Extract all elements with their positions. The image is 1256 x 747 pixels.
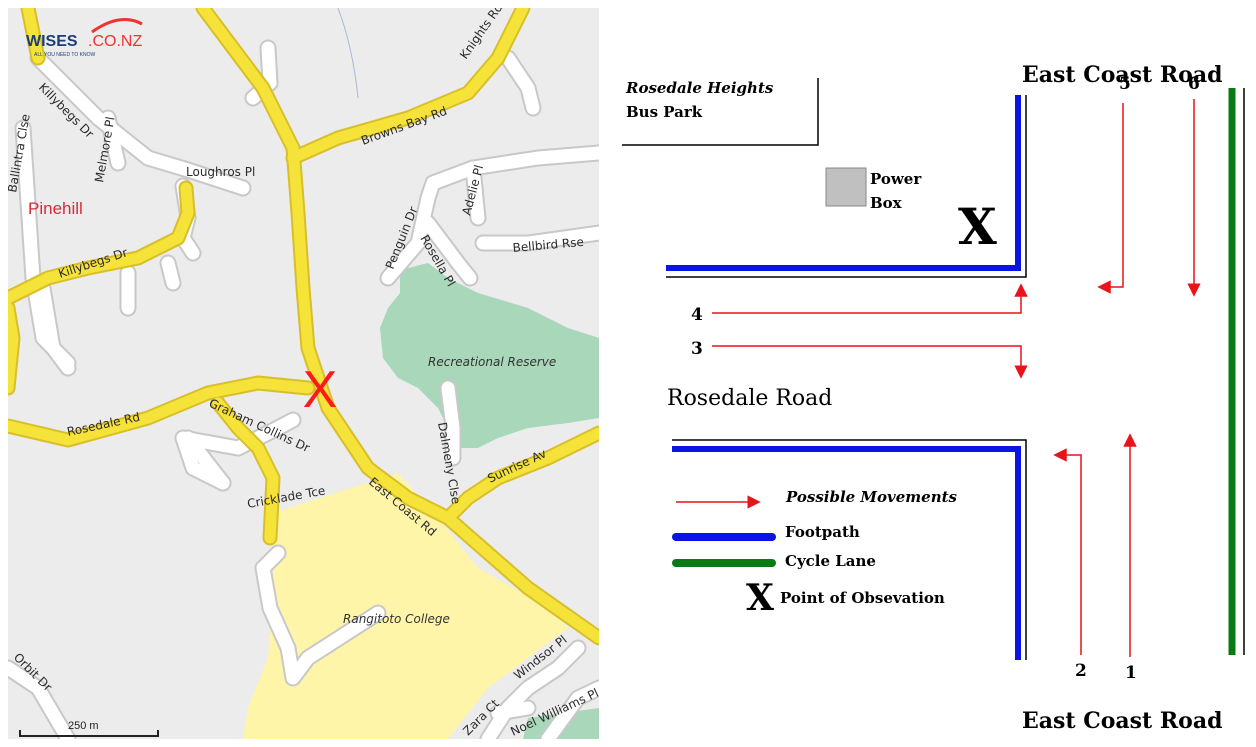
power-box-label-line1: Power [870,170,922,188]
road-name-east-coast-top: East Coast Road [1022,62,1222,88]
movement-number-5: 5 [1119,74,1131,94]
scale-bar-label: 250 m [68,720,99,732]
observation-point-marker: X [958,197,997,256]
movement-arrow-5 [1097,103,1124,294]
movement-number-3: 3 [691,339,703,359]
bus-park-label-line2: Bus Park [626,103,703,121]
movement-number-2: 2 [1075,661,1087,681]
area-label-rangitoto-college: Rangitoto College [343,612,450,626]
bus-park-box: Rosedale Heights Bus Park [622,78,819,146]
legend: Possible Movements Footpath Cycle Lane X… [672,488,958,619]
area-label-recreational-reserve: Recreational Reserve [428,355,556,369]
power-box: Power Box [825,167,922,212]
intersection-diagram: East Coast Road East Coast Road Rosedale… [604,0,1256,747]
movement-arrow-2 [1053,448,1082,655]
legend-footpath: Footpath [785,523,860,541]
cycle-lane [1228,88,1245,655]
footpath-bottom-left [672,439,1027,660]
wises-logo: WISES .CO.NZ ALL YOU NEED TO KNOW [26,18,143,58]
main-roads [8,8,599,644]
legend-possible-movements: Possible Movements [785,488,958,506]
movement-arrow-3 [712,345,1028,379]
bus-park-label-line1: Rosedale Heights [625,79,774,97]
stream [337,8,359,99]
road-label-loughros-pl: Loughros Pl [186,165,255,179]
road-name-rosedale: Rosedale Road [667,386,832,411]
legend-point-of-observation: Point of Obsevation [780,589,945,607]
suburb-label-pinehill: Pinehill [28,199,83,218]
legend-cycle-lane: Cycle Lane [785,552,876,570]
map-canvas[interactable]: Knights Rd Browns Bay Rd Killybegs Dr Ki… [8,8,599,739]
recreational-reserve-area [380,263,599,448]
movement-arrow-4 [712,283,1028,314]
logo-text-main: WISES [26,33,78,50]
movement-number-4: 4 [691,305,703,325]
scale-bar: 250 m [19,720,159,737]
legend-observation-symbol: X [746,577,774,619]
logo-tagline: ALL YOU NEED TO KNOW [34,52,96,58]
logo-text-sub: .CO.NZ [88,33,142,50]
rangitoto-college-area [243,473,568,739]
map-observation-marker: X [303,361,338,419]
movement-number-1: 1 [1125,663,1137,683]
movement-number-6: 6 [1188,74,1200,94]
road-label-bellbird-rse: Bellbird Rse [512,235,584,255]
movement-arrows [712,99,1201,657]
power-box-label-line2: Box [870,194,903,212]
intersection-diagram-canvas: East Coast Road East Coast Road Rosedale… [622,62,1245,734]
power-box-shape [825,167,867,207]
footpath-top-left [666,95,1027,278]
road-name-east-coast-bottom: East Coast Road [1022,708,1222,734]
map-panel[interactable]: Knights Rd Browns Bay Rd Killybegs Dr Ki… [8,8,599,739]
